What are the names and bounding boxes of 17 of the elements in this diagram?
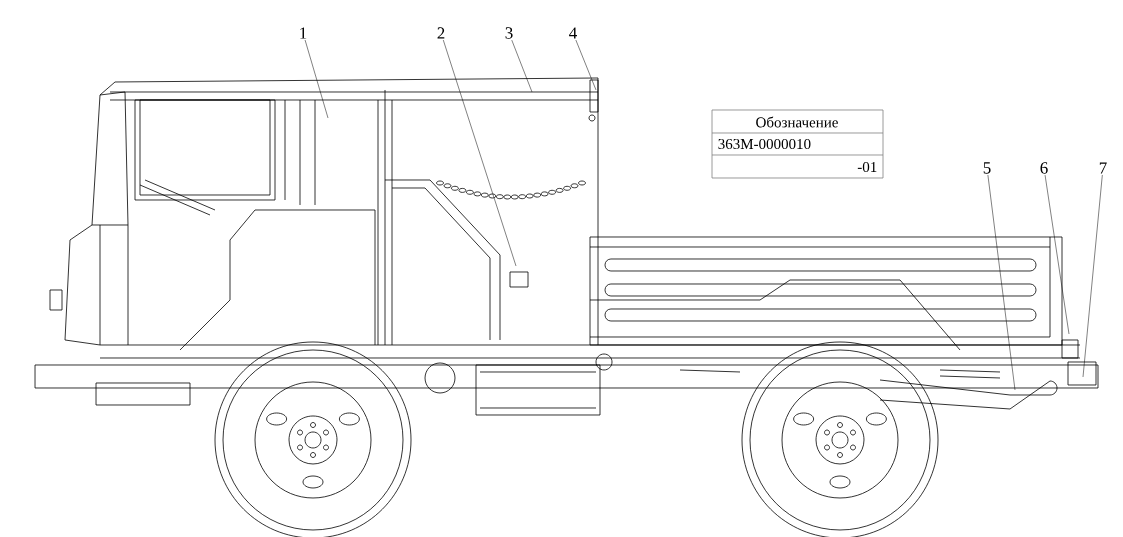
callout-number: 3 bbox=[505, 27, 513, 39]
leader-line bbox=[987, 174, 1016, 391]
callout-number: 4 bbox=[569, 27, 577, 39]
leader-line bbox=[304, 39, 329, 119]
leader-line bbox=[443, 39, 517, 267]
callout-number: 2 bbox=[437, 27, 445, 39]
table-cell: -01 bbox=[857, 161, 877, 173]
callout-number: 1 bbox=[300, 27, 307, 39]
table-cell: 363М-0000010 bbox=[718, 138, 811, 150]
callout-number: 7 bbox=[1099, 162, 1107, 174]
leader-line bbox=[511, 39, 533, 93]
table-cell: Обозначение bbox=[756, 116, 838, 128]
leader-line bbox=[575, 39, 597, 91]
callout-number: 5 bbox=[983, 162, 991, 174]
leader-line bbox=[1044, 174, 1070, 335]
callout-number: 6 bbox=[1040, 162, 1048, 174]
leader-line bbox=[1082, 174, 1103, 378]
